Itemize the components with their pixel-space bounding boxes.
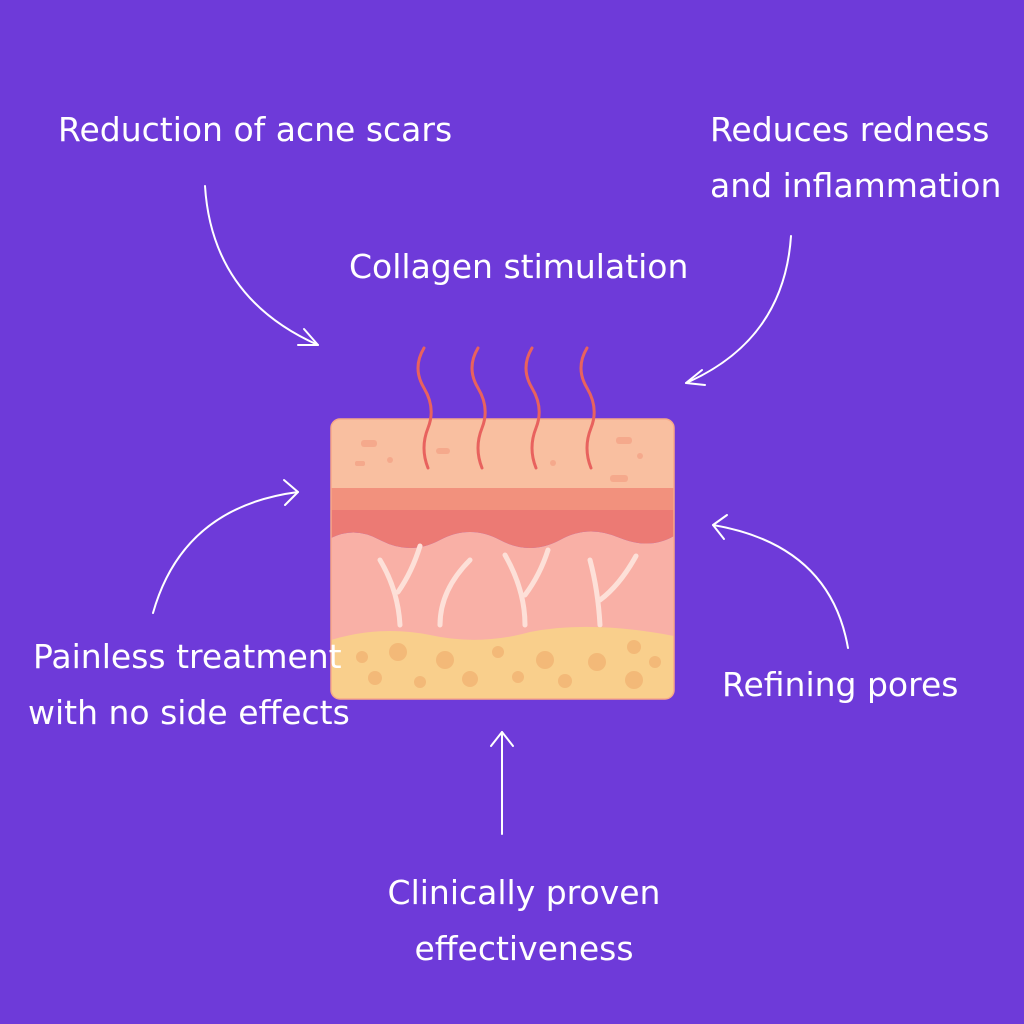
skin-cross-section-icon: [330, 346, 675, 700]
arrow-pores-icon: [712, 514, 849, 649]
arrow-redness-icon: [685, 235, 792, 386]
label-redness: Reduces redness and inflammation: [709, 110, 1002, 205]
label-collagen: Collagen stimulation: [349, 247, 689, 286]
label-clinical: Clinically proven effectiveness: [387, 873, 661, 968]
arrow-acne-icon: [204, 185, 319, 346]
arrow-clinical-icon: [490, 731, 514, 835]
arrow-painless-icon: [152, 479, 299, 614]
label-acne-scars: Reduction of acne scars: [58, 110, 453, 149]
label-pores: Refining pores: [722, 665, 959, 704]
label-painless: Painless treatment with no side effects: [28, 637, 350, 732]
